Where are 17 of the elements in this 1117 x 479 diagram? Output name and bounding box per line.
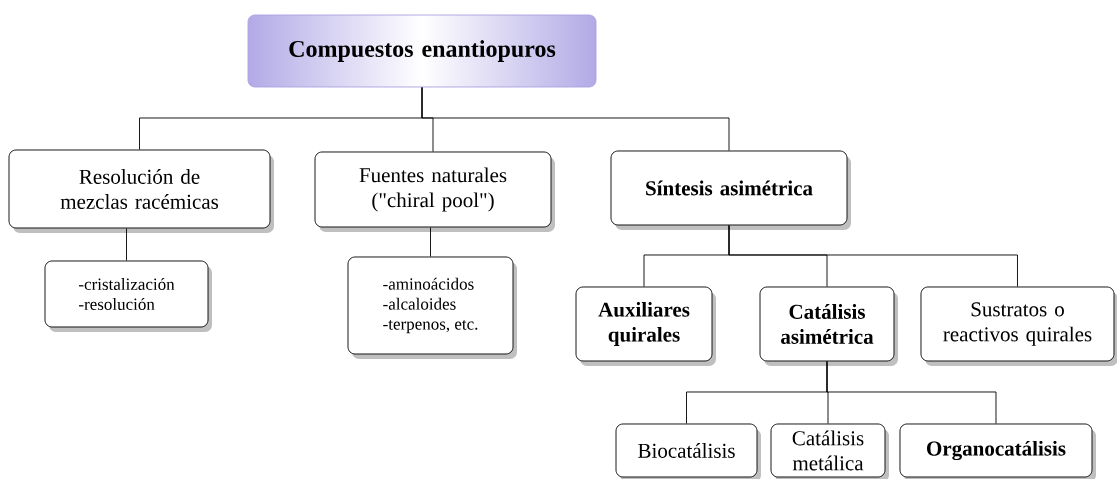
- connector-line: [421, 87, 730, 151]
- title-box: Compuestos enantiopuros: [247, 14, 597, 88]
- category-box: Fuentes naturales ("chiral pool"): [314, 151, 555, 232]
- category-box: Resolución de mezclas racémicas: [8, 149, 274, 233]
- category-box: Síntesis asimétrica: [610, 150, 851, 230]
- connector-line: [826, 361, 997, 424]
- category-box: Organocatálisis: [899, 423, 1096, 479]
- category-box: Catálisis metálica: [770, 423, 889, 479]
- category-box: Auxiliares quirales: [575, 286, 716, 366]
- list-box: -aminoácidos -alcaloides -terpenos, etc.: [347, 256, 517, 359]
- category-box: Sustratos o reactivos quirales: [920, 286, 1117, 366]
- category-box: Biocatálisis: [615, 423, 761, 479]
- connector-line: [728, 225, 1018, 287]
- category-box: Catálisis asimétrica: [759, 286, 898, 366]
- list-box: -cristalización -resolución: [44, 260, 212, 332]
- connector-line: [126, 228, 127, 261]
- connector-line: [430, 227, 431, 257]
